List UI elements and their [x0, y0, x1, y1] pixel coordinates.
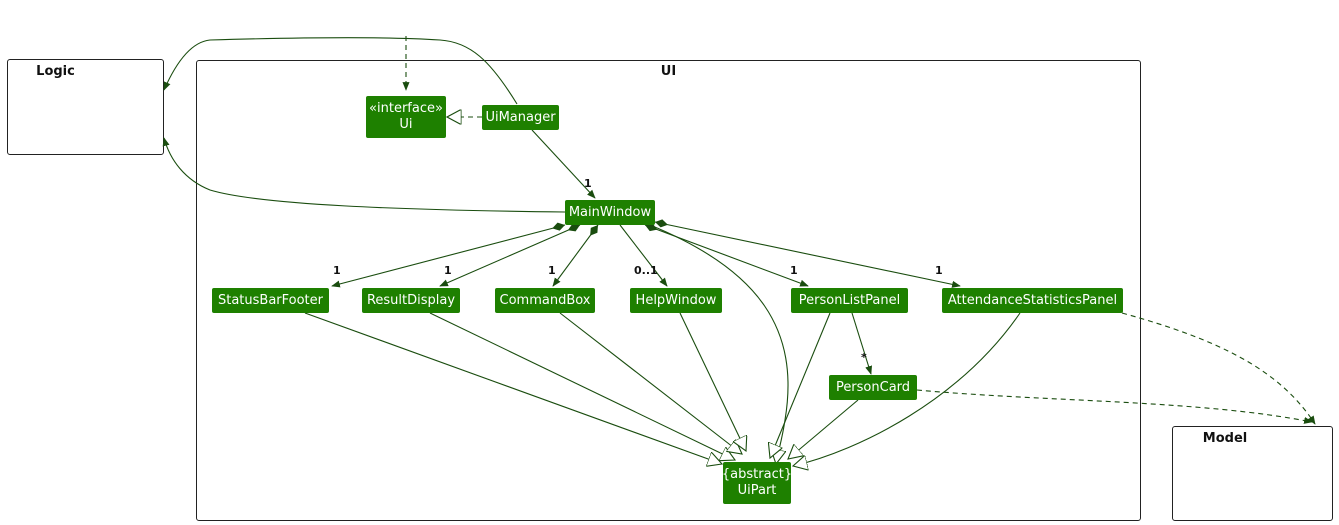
edge-personlistpanel-uipart [770, 312, 831, 458]
model-package-title: Model [1202, 431, 1248, 446]
edge-helpwindow-uipart [679, 312, 746, 451]
edge-mainwindow-logic [162, 137, 566, 213]
uipart-name: UiPart [737, 483, 777, 498]
logic-package-title: Logic [36, 64, 75, 79]
uimanager-name: UiManager [485, 109, 556, 125]
personlistpanel-name: PersonListPanel [798, 292, 901, 308]
mult-uimanager-mainwindow: 1 [584, 177, 592, 190]
edge-uimanager-mainwindow [531, 129, 596, 199]
ui-interface-class: «interface» Ui [366, 96, 446, 138]
mult-person-card: * [861, 351, 867, 364]
edge-mainwindow-attendancepanel [654, 219, 961, 288]
helpwindow-class: HelpWindow [630, 288, 722, 313]
mainwindow-name: MainWindow [568, 204, 652, 220]
ui-stereotype: «interface» [369, 101, 443, 116]
logic-package: Logic [7, 59, 164, 155]
edge-mainwindow-personlistpanel [644, 223, 809, 287]
personcard-name: PersonCard [835, 379, 911, 395]
mult-command-box: 1 [548, 264, 556, 277]
edge-mainwindow-resultdisplay [439, 223, 581, 287]
mult-attendance-panel: 1 [935, 264, 943, 277]
statusbarfooter-name: StatusBarFooter [217, 292, 323, 308]
edge-resultdisplay-uipart [429, 312, 735, 460]
commandbox-name: CommandBox [499, 292, 591, 308]
edge-mainwindow-uipart [649, 224, 789, 464]
statusbarfooter-class: StatusBarFooter [212, 288, 329, 313]
ui-package-title: UI [660, 64, 677, 79]
edge-commandbox-uipart [559, 312, 742, 454]
edge-mainwindow-commandbox [552, 224, 599, 287]
mult-status-bar-footer: 1 [333, 264, 341, 277]
uipart-stereotype: {abstract} [721, 467, 793, 482]
edge-attendancepanel-uipart [793, 312, 1021, 466]
attendancestatisticspanel-class: AttendanceStatisticsPanel [942, 288, 1123, 313]
uimanager-class: UiManager [482, 105, 559, 130]
mult-help-window: 0..1 [634, 264, 658, 277]
edge-personcard-model [916, 389, 1313, 424]
mainwindow-class: MainWindow [565, 200, 655, 225]
mult-result-display: 1 [444, 264, 452, 277]
personlistpanel-class: PersonListPanel [791, 288, 908, 313]
edge-attendancepanel-model [1121, 312, 1316, 425]
ui-name: Ui [399, 117, 413, 132]
edge-personlistpanel-personcard [851, 312, 873, 375]
model-package: Model [1172, 426, 1333, 521]
uipart-class: {abstract} UiPart [721, 462, 793, 504]
commandbox-class: CommandBox [495, 288, 595, 313]
personcard-class: PersonCard [829, 375, 917, 400]
edge-uimanager-logic [163, 37, 518, 105]
edge-statusbar-uipart [304, 312, 722, 464]
resultdisplay-name: ResultDisplay [366, 292, 456, 308]
edge-personcard-uipart [788, 399, 859, 459]
mult-person-list-panel: 1 [790, 264, 798, 277]
attendancestatisticspanel-name: AttendanceStatisticsPanel [947, 292, 1118, 308]
helpwindow-name: HelpWindow [635, 292, 717, 308]
resultdisplay-class: ResultDisplay [362, 288, 460, 313]
